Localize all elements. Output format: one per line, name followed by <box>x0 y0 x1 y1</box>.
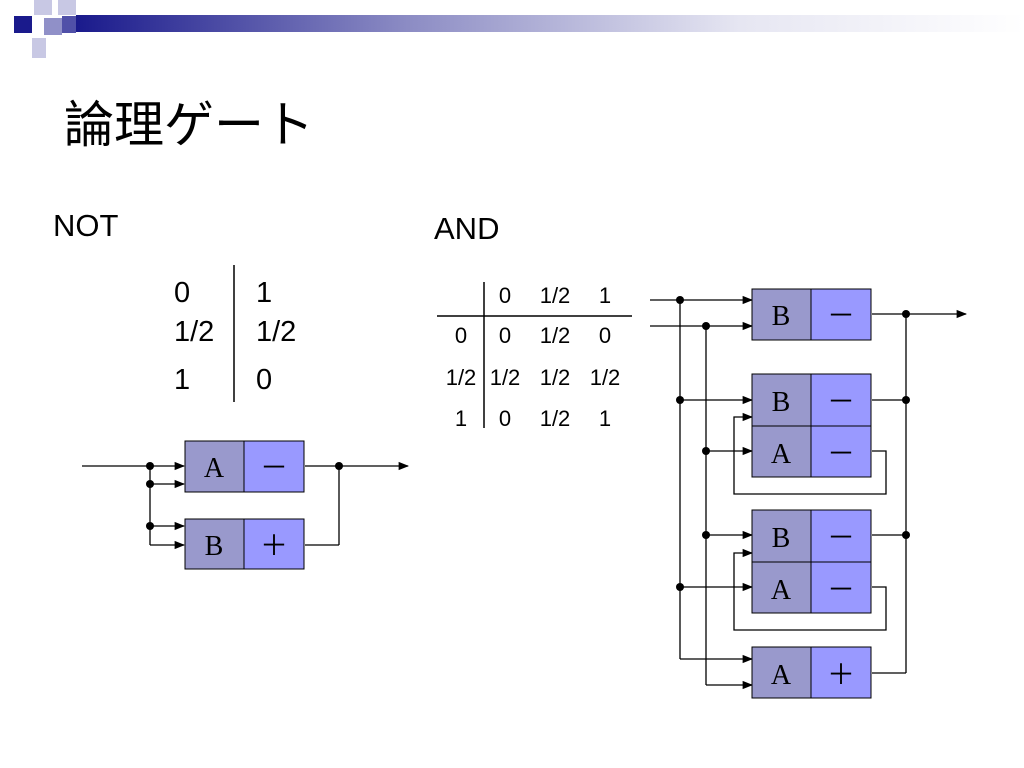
and-label: AND <box>434 211 500 246</box>
and-cell: 1/2 <box>539 365 571 390</box>
and-col-header: 1 <box>598 283 612 308</box>
and-cell: 0 <box>598 323 612 348</box>
header-square-light <box>34 0 52 15</box>
not-output-cell: 1 <box>256 277 273 309</box>
and-cell: 1/2 <box>489 365 521 390</box>
junction-dots <box>146 296 910 591</box>
unit-left-label: B <box>772 387 791 418</box>
unit-left-label: A <box>771 439 792 470</box>
header-square-dark <box>14 16 32 33</box>
unit-left-label: B <box>772 523 791 554</box>
and-unit-2: B － <box>751 373 872 427</box>
not-label: NOT <box>53 208 119 243</box>
and-unit-5: A － <box>751 561 872 614</box>
and-col-header: 0 <box>498 283 512 308</box>
and-cell: 1/2 <box>539 406 571 431</box>
header-decoration <box>0 0 1024 60</box>
unit-left-label: B <box>205 531 224 562</box>
not-input-cell: 0 <box>174 277 191 309</box>
header-square-mid <box>62 16 76 33</box>
and-cell: 0 <box>498 406 512 431</box>
unit-right-label: ＋ <box>827 660 855 691</box>
unit-left-label: A <box>204 453 225 484</box>
and-unit-3: A － <box>751 425 872 478</box>
and-row-header: 0 <box>454 323 468 348</box>
not-input-cell: 1/2 <box>174 316 215 348</box>
header-square-mid <box>44 18 62 35</box>
and-row-header: 1 <box>454 406 468 431</box>
unit-right-label: － <box>827 301 855 332</box>
and-cell: 1/2 <box>539 323 571 348</box>
not-output-cell: 0 <box>256 364 273 396</box>
and-cell: 0 <box>498 323 512 348</box>
and-cell: 1/2 <box>589 365 621 390</box>
and-row-header: 1/2 <box>445 365 477 390</box>
unit-right-label: － <box>827 523 855 554</box>
unit-left-label: B <box>772 301 791 332</box>
header-stripe <box>76 15 1024 32</box>
not-output-cell: 1/2 <box>256 316 297 348</box>
and-unit-6: A ＋ <box>751 646 872 699</box>
header-square-light <box>32 38 46 58</box>
and-unit-4: B － <box>751 509 872 563</box>
and-cell: 1 <box>598 406 612 431</box>
unit-right-label: － <box>827 387 855 418</box>
unit-left-label: A <box>771 575 792 606</box>
unit-right-label: － <box>827 575 855 606</box>
unit-right-label: － <box>260 453 288 484</box>
not-unit-b: B ＋ <box>184 518 305 570</box>
and-unit-1: B － <box>751 288 872 341</box>
and-circuit-wires <box>650 295 968 690</box>
header-gradient <box>14 0 1024 58</box>
unit-right-label: － <box>827 439 855 470</box>
unit-right-label: ＋ <box>260 531 288 562</box>
not-circuit-wires <box>82 461 410 550</box>
and-col-header: 1/2 <box>539 283 571 308</box>
unit-left-label: A <box>771 660 792 691</box>
not-unit-a: A － <box>184 440 305 493</box>
not-input-cell: 1 <box>174 364 191 396</box>
page-title: 論理ゲート <box>64 96 314 154</box>
header-square-light <box>58 0 76 15</box>
